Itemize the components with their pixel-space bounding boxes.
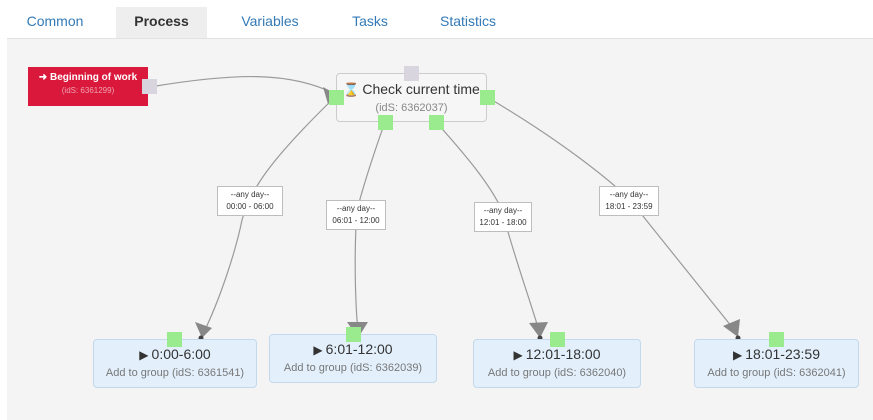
edge-label-day: --any day-- (483, 206, 523, 215)
connector-arrowhead (529, 322, 548, 338)
start-node-id: (idS: 6361299) (61, 86, 115, 95)
connector-arrowhead (195, 322, 212, 338)
action-subtitle: Add to group (idS: 6362041) (707, 367, 846, 379)
condition-output-port-4[interactable] (480, 90, 495, 105)
tab-variables[interactable]: Variables (241, 13, 299, 29)
hourglass-icon: ⌛ (343, 82, 360, 97)
play-icon: ▶ (313, 343, 323, 357)
action-title: 12:01-18:00 (525, 346, 601, 362)
condition-node-title-row: ⌛Check current time (337, 81, 486, 98)
edge-label-time: 06:01 - 12:00 (332, 216, 380, 225)
start-node-port[interactable] (142, 79, 157, 94)
action-port-2[interactable] (346, 327, 361, 342)
start-node[interactable]: ➜ Beginning of work (idS: 6361299) (28, 67, 148, 106)
edge-label-2[interactable]: --any day-- 06:01 - 12:00 (326, 200, 386, 230)
edge-label-time: 18:01 - 23:59 (605, 202, 653, 211)
condition-input-port[interactable] (404, 66, 419, 81)
edge-label-day: --any day-- (230, 190, 270, 199)
connector-start-to-condition (155, 76, 338, 96)
sign-in-icon: ➜ (38, 72, 48, 83)
edge-label-time: 00:00 - 06:00 (226, 202, 274, 211)
tab-bar: Common Process Variables Tasks Statistic… (0, 0, 873, 38)
play-icon: ▶ (139, 348, 149, 362)
action-node-1[interactable]: ▶0:00-6:00 Add to group (idS: 6361541) (93, 339, 257, 388)
tab-tasks[interactable]: Tasks (352, 13, 388, 29)
action-title: 6:01-12:00 (325, 341, 393, 357)
action-port-1[interactable] (167, 332, 182, 347)
tab-process[interactable]: Process (116, 7, 207, 38)
condition-output-port-2[interactable] (378, 115, 393, 130)
action-title: 0:00-6:00 (151, 346, 211, 362)
edge-label-day: --any day-- (336, 204, 376, 213)
action-title: 18:01-23:59 (745, 346, 820, 362)
condition-node-id: (idS: 6362037) (375, 102, 448, 114)
action-subtitle: Add to group (idS: 6362039) (283, 362, 423, 374)
edge-label-time: 12:01 - 18:00 (479, 218, 527, 227)
edge-label-day: --any day-- (609, 190, 649, 199)
condition-node-title: Check current time (362, 81, 480, 97)
action-node-2[interactable]: ▶6:01-12:00 Add to group (idS: 6362039) (269, 334, 437, 383)
action-subtitle: Add to group (idS: 6361541) (105, 367, 245, 379)
action-port-4[interactable] (769, 332, 784, 347)
condition-node[interactable]: ⌛Check current time (idS: 6362037) (336, 73, 487, 122)
connector-arrowhead (723, 319, 740, 337)
play-icon: ▶ (733, 348, 743, 362)
play-icon: ▶ (513, 348, 523, 362)
edge-label-3[interactable]: --any day-- 12:01 - 18:00 (474, 202, 532, 232)
edge-label-4[interactable]: --any day-- 18:01 - 23:59 (599, 186, 659, 216)
condition-output-port-3[interactable] (429, 115, 444, 130)
action-port-3[interactable] (550, 332, 565, 347)
tab-common[interactable]: Common (26, 13, 84, 29)
edge-label-1[interactable]: --any day-- 00:00 - 06:00 (217, 186, 283, 216)
action-title-row: ▶0:00-6:00 (94, 346, 256, 362)
start-node-title-row: ➜ Beginning of work (28, 72, 148, 83)
action-title-row: ▶12:01-18:00 (474, 346, 640, 362)
action-node-4[interactable]: ▶18:01-23:59 Add to group (idS: 6362041) (694, 339, 859, 388)
tab-statistics[interactable]: Statistics (439, 13, 496, 29)
action-title-row: ▶18:01-23:59 (695, 346, 858, 362)
condition-output-port-1[interactable] (329, 90, 344, 105)
start-node-title: Beginning of work (49, 72, 138, 83)
action-subtitle: Add to group (idS: 6362040) (487, 367, 627, 379)
action-title-row: ▶6:01-12:00 (270, 341, 436, 357)
connector-condition-to-action-1 (201, 95, 337, 337)
